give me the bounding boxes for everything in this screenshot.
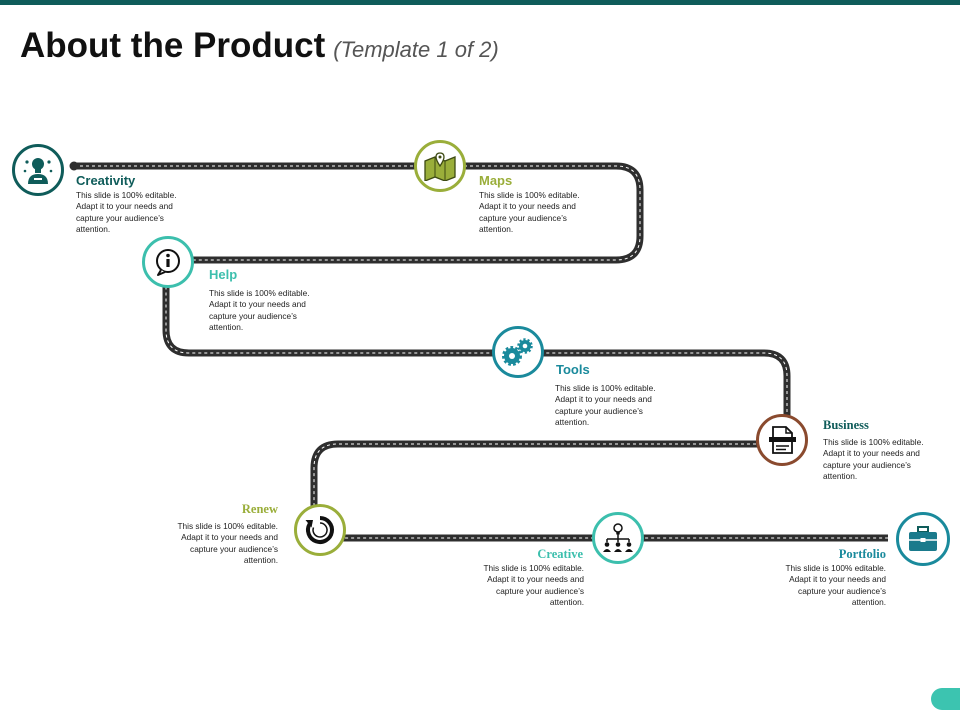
refresh-icon [305, 516, 334, 544]
slide-number-pill [931, 688, 960, 710]
portfolio-icon-circle [896, 512, 950, 566]
step-desc-creative: This slide is 100% editable. Adapt it to… [483, 563, 584, 607]
creative-icon-circle [592, 512, 644, 564]
page-title: About the Product (Template 1 of 2) [20, 26, 499, 66]
page-title-text: About the Product [20, 26, 326, 65]
lightbulb-head-icon [23, 158, 53, 184]
map-pin-icon [424, 152, 456, 181]
step-title-maps: Maps [479, 173, 513, 188]
step-title-creative: Creative [537, 547, 583, 561]
step-title-help: Help [209, 267, 238, 282]
step-desc-help: This slide is 100% editable. Adapt it to… [209, 288, 310, 332]
idea-network-icon [603, 523, 633, 552]
renew-icon-circle [294, 504, 346, 556]
step-desc-tools: This slide is 100% editable. Adapt it to… [555, 383, 656, 427]
info-bubble-icon [156, 249, 180, 276]
help-icon-circle [142, 236, 194, 288]
step-desc-maps: This slide is 100% editable. Adapt it to… [479, 190, 580, 234]
step-desc-portfolio: This slide is 100% editable. Adapt it to… [785, 563, 886, 607]
briefcase-icon [909, 526, 937, 551]
document-icon [769, 426, 796, 454]
step-desc-business: This slide is 100% editable. Adapt it to… [823, 437, 924, 481]
top-accent-bar [0, 0, 960, 5]
page-subtitle: (Template 1 of 2) [333, 37, 499, 62]
gears-icon [502, 338, 533, 366]
tools-icon-circle [492, 326, 544, 378]
step-title-renew: Renew [241, 502, 278, 516]
business-icon-circle [756, 414, 808, 466]
step-desc-creativity: This slide is 100% editable. Adapt it to… [76, 190, 177, 234]
step-title-business: Business [823, 418, 869, 432]
step-title-creativity: Creativity [76, 173, 136, 188]
maps-icon-circle [414, 140, 466, 192]
step-desc-renew: This slide is 100% editable. Adapt it to… [177, 521, 278, 565]
creativity-icon-circle [12, 144, 64, 196]
step-title-tools: Tools [556, 362, 590, 377]
step-title-portfolio: Portfolio [838, 547, 886, 561]
